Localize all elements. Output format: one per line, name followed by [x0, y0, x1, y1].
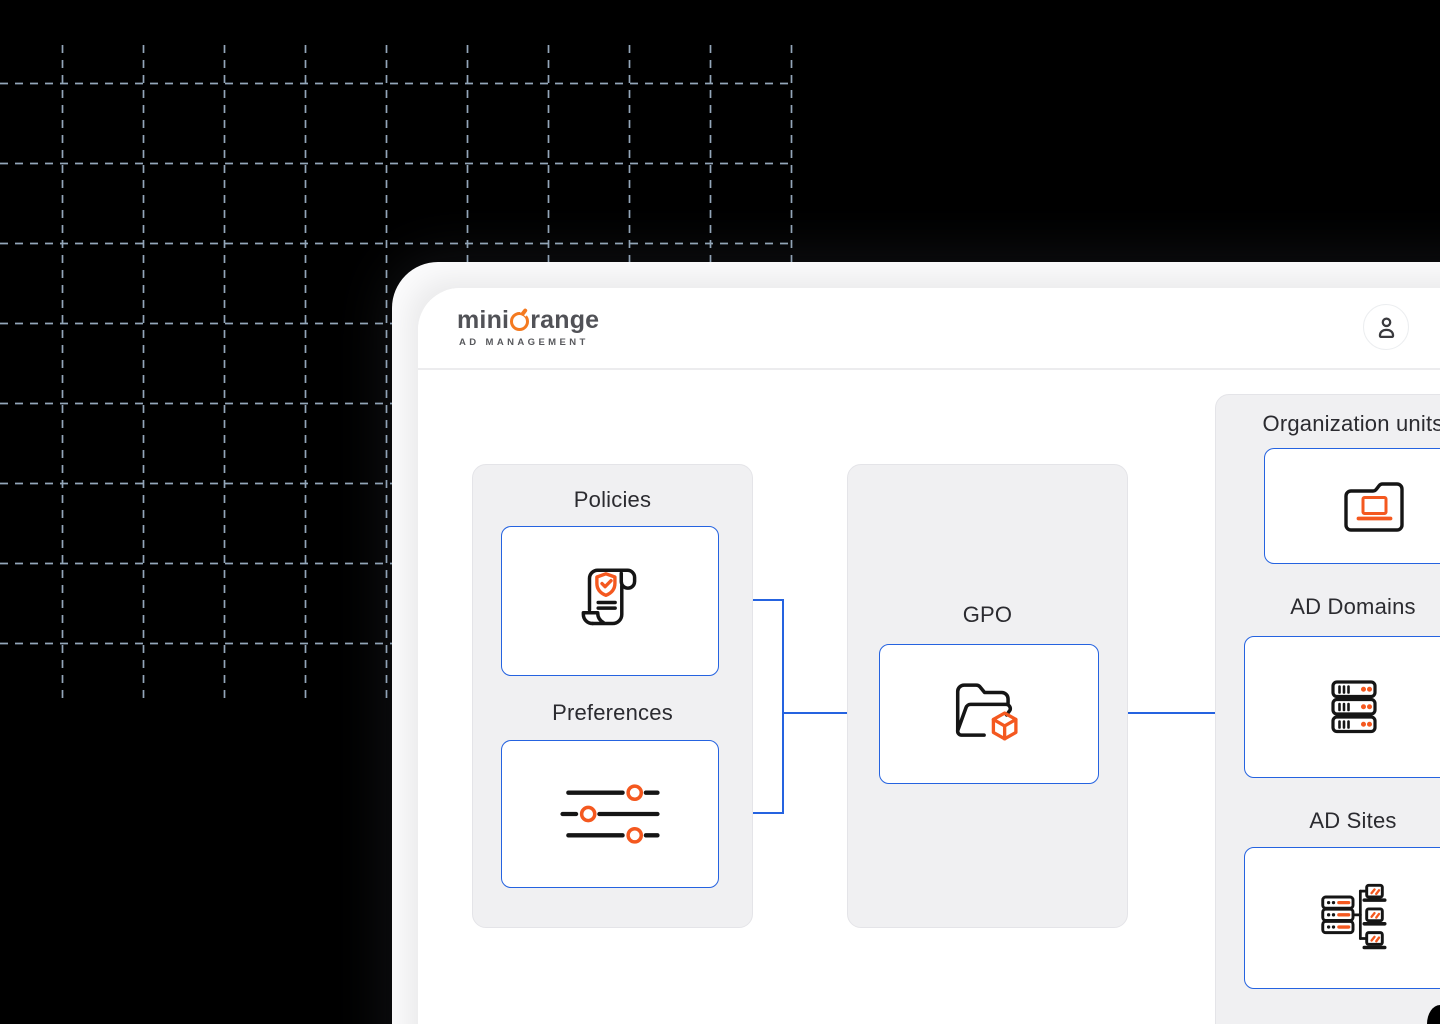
policies-title: Policies	[573, 487, 652, 512]
logo-orange-ring-icon	[510, 312, 530, 331]
ad-domains-title: AD Domains	[1290, 594, 1416, 619]
brand-logo-wordmark: mini range	[457, 308, 599, 333]
open-folder-cube-icon	[955, 683, 1018, 741]
gpo-title: GPO	[962, 602, 1013, 627]
gpo-group: GPO	[847, 464, 1128, 928]
account-avatar-button[interactable]	[1363, 304, 1409, 350]
preferences-title: Preferences	[552, 700, 673, 725]
policies-preferences-group: Policies Pre	[472, 464, 753, 928]
logo-text-range: range	[530, 306, 600, 334]
ad-sites-title: AD Sites	[1309, 808, 1397, 833]
organization-units-title: Organization units	[1262, 411, 1440, 436]
logo-subtitle: AD MANAGEMENT	[459, 337, 589, 348]
brand-logo: mini range AD MANAGEMENT	[457, 308, 599, 349]
gpo-card	[879, 644, 1099, 784]
connector-bus-vertical	[782, 599, 784, 814]
logo-text-mini: mini	[457, 306, 510, 334]
ad-sites-card	[1244, 847, 1440, 989]
ad-domains-card	[1244, 636, 1440, 778]
corner-notch-decoration	[1427, 1005, 1440, 1024]
header-divider	[418, 368, 1440, 370]
connector-gpo-to-ad-domains	[1098, 712, 1243, 714]
folder-laptop-icon	[1344, 482, 1404, 532]
ad-structure-group: Organization units AD Domains	[1215, 394, 1440, 1024]
connector-bus-to-gpo	[784, 712, 878, 714]
policies-card	[501, 526, 719, 676]
app-window: mini range AD MANAGEMENT Policies	[418, 288, 1440, 1024]
filter-sliders-icon	[560, 784, 660, 844]
organization-units-card	[1264, 448, 1440, 564]
server-rack-icon	[1331, 680, 1377, 734]
window-header: mini range AD MANAGEMENT	[418, 288, 1440, 368]
server-network-laptops-icon	[1321, 883, 1387, 950]
preferences-card	[501, 740, 719, 888]
policy-scroll-shield-check-icon	[581, 568, 637, 626]
user-person-icon	[1378, 316, 1394, 338]
